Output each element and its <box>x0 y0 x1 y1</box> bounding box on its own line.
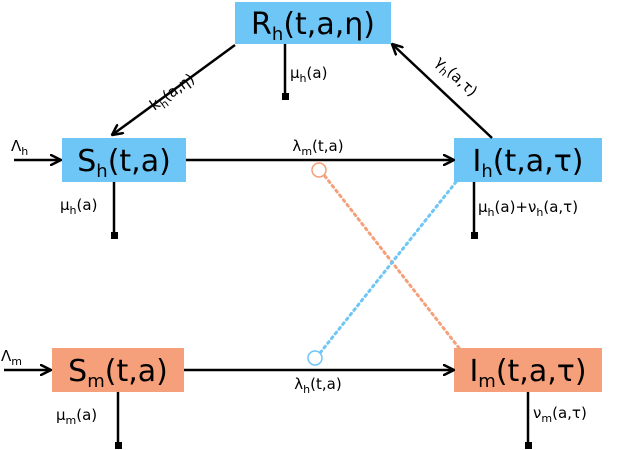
arrow-ih-to-rh <box>392 44 493 139</box>
edge-label-infection-human: λm(t,a) <box>292 137 343 158</box>
edge-label-infection-mosquito: λh(t,a) <box>294 375 341 396</box>
inflow-label-mosquito: Λm <box>1 347 22 368</box>
node-label-rh: Rh(t,a,η) <box>251 7 375 45</box>
death-label-im: νm(a,τ) <box>533 404 587 425</box>
node-label-im: Im(t,a,τ) <box>469 354 586 392</box>
death-end-rh <box>282 93 289 100</box>
edge-label-recovery: γh(a,τ) <box>430 53 481 103</box>
death-end-sh <box>111 232 118 239</box>
node-box-ih <box>454 138 602 182</box>
node-box-sm <box>52 348 184 392</box>
human-link-end-circle <box>307 350 323 366</box>
death-label-ih: μh(a)+νh(a,τ) <box>478 198 578 219</box>
node-label-sm: Sm(t,a) <box>68 354 168 392</box>
node-box-sh <box>62 138 186 182</box>
death-label-sm: μm(a) <box>56 406 97 427</box>
death-label-sh: μh(a) <box>60 196 97 217</box>
edge-label-recovery-loss: kh(a,η) <box>146 70 199 117</box>
mosquito-link-end-circle <box>311 162 327 178</box>
inflow-label-human: Λh <box>11 137 28 158</box>
death-label-rh: μh(a) <box>290 64 327 85</box>
node-label-ih: Ih(t,a,τ) <box>473 144 584 182</box>
death-end-im <box>525 442 532 449</box>
node-label-sh: Sh(t,a) <box>77 144 171 182</box>
human-to-mosquito-link <box>318 180 458 355</box>
node-box-rh <box>235 2 391 44</box>
arrow-rh-to-sh <box>112 43 236 135</box>
node-box-im <box>454 348 602 392</box>
death-end-sm <box>115 442 122 449</box>
death-end-ih <box>471 232 478 239</box>
